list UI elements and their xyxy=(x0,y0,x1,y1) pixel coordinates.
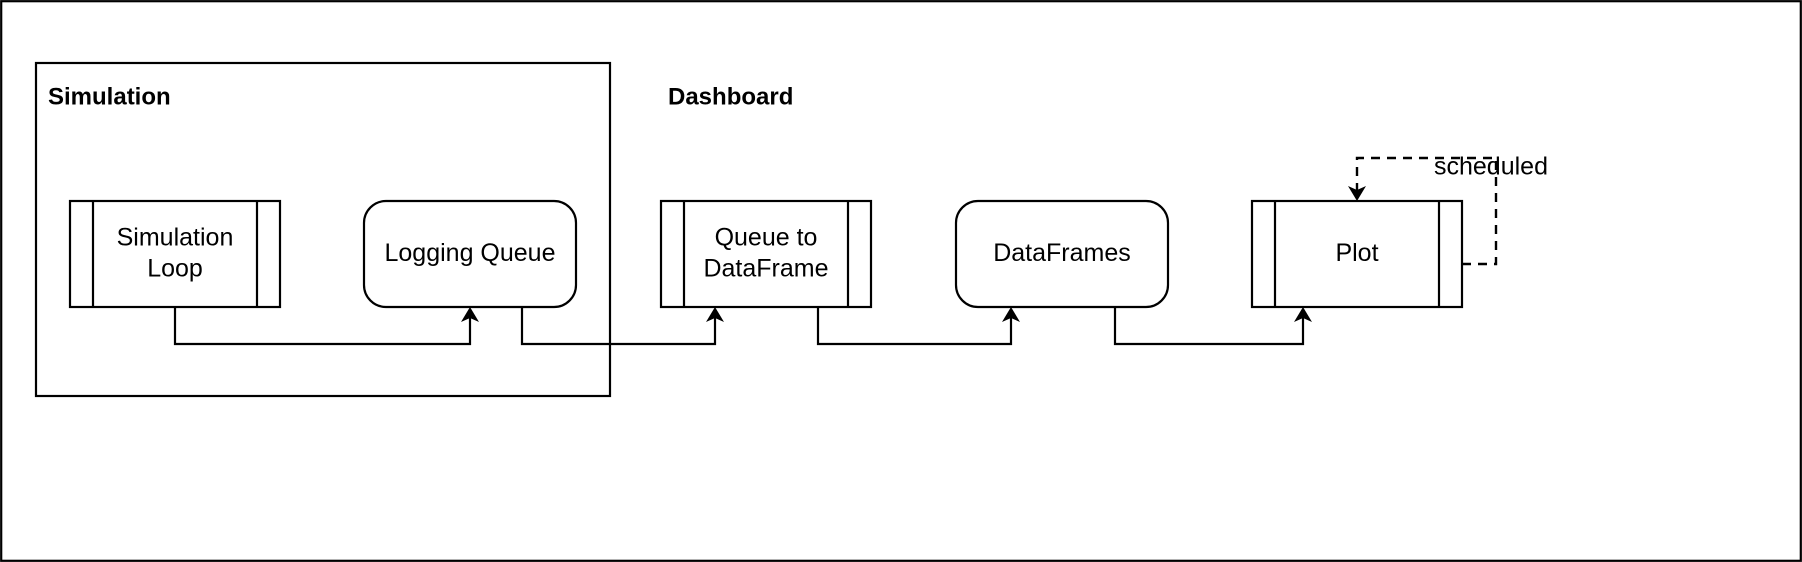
edge-path xyxy=(520,307,717,346)
group-frame-simulation xyxy=(34,61,612,398)
edge-queue-to-dataframe-to-dataframes xyxy=(816,307,1020,346)
node-shape-process xyxy=(659,199,873,309)
node-queue-to-dataframe[interactable]: Queue to DataFrame xyxy=(659,199,873,309)
edge-path xyxy=(1113,307,1305,346)
node-shape-process xyxy=(1250,199,1464,309)
node-label-line: Plot xyxy=(1335,239,1378,267)
arrow-head-icon xyxy=(1294,307,1312,322)
node-logging-queue[interactable]: Logging Queue xyxy=(362,199,578,309)
node-label-line: Simulation xyxy=(117,223,234,251)
node-label-plot: Plot xyxy=(1335,239,1378,267)
arrow-head-icon xyxy=(1348,186,1366,201)
edge-label-plot-scheduled-loop: scheduled xyxy=(1434,153,1548,181)
node-shape-rounded xyxy=(954,199,1170,309)
group-label-simulation: Simulation xyxy=(48,83,171,110)
group-label-dashboard: Dashboard xyxy=(668,83,793,110)
edge-labels-layer: scheduled xyxy=(1434,153,1548,181)
node-label-line: Queue to xyxy=(715,223,818,251)
node-label-line: Logging Queue xyxy=(385,239,556,267)
edge-sim-loop-to-logging-queue xyxy=(173,307,479,346)
edge-dataframes-to-plot xyxy=(1113,307,1312,346)
node-shape-rounded xyxy=(362,199,578,309)
node-label-line: DataFrames xyxy=(993,239,1131,267)
arrow-head-icon xyxy=(706,307,724,322)
edge-path xyxy=(173,307,472,346)
node-label-line: Loop xyxy=(147,254,203,282)
groups-layer xyxy=(34,61,612,398)
node-label-dataframes: DataFrames xyxy=(993,239,1131,267)
arrow-head-icon xyxy=(461,307,479,322)
node-label-queue-to-dataframe: Queue to DataFrame xyxy=(703,223,828,282)
edges-layer xyxy=(173,156,1498,346)
edge-plot-scheduled-loop xyxy=(1348,156,1498,266)
edge-path xyxy=(1355,156,1498,266)
group-labels-layer: Simulation Dashboard xyxy=(48,83,793,110)
node-label-logging-queue: Logging Queue xyxy=(385,239,556,267)
node-label-line: DataFrame xyxy=(703,254,828,282)
arrow-head-icon xyxy=(1002,307,1020,322)
node-shape-process xyxy=(68,199,282,309)
node-plot[interactable]: Plot xyxy=(1250,199,1464,309)
edge-path xyxy=(816,307,1013,346)
edge-logging-queue-to-queue-to-dataframe xyxy=(520,307,724,346)
node-dataframes[interactable]: DataFrames xyxy=(954,199,1170,309)
